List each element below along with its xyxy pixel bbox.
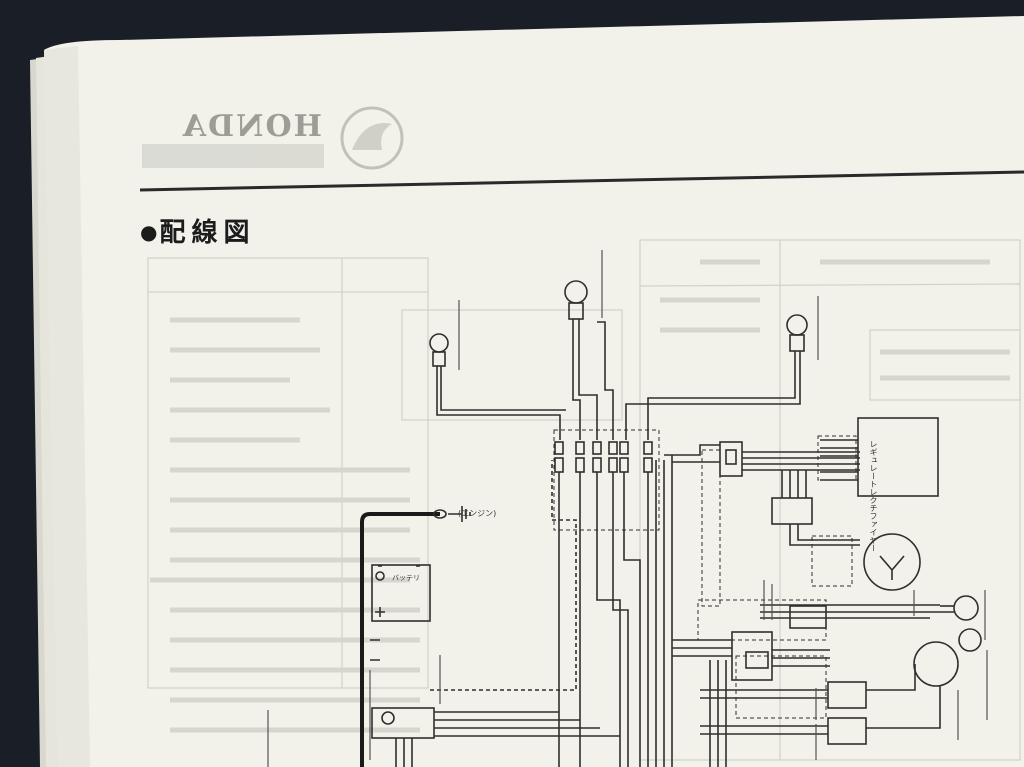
diagram-small-print (267, 250, 988, 767)
title-text: 配線図 (159, 218, 256, 248)
print-through-logo (142, 106, 404, 170)
header-rule (139, 170, 1024, 192)
stop-tail-bulb (564, 280, 588, 320)
engine-ground-label: (エンジン) (458, 509, 497, 518)
page-stack-edge (36, 56, 60, 767)
wiring-diagram (360, 280, 982, 767)
regulator-label: レギュレートレクチファイヤー (869, 440, 878, 552)
rear-turn-signal-bulb-right (429, 333, 449, 367)
rear-turn-signal-bulb-left (786, 314, 808, 352)
battery-label: バッテリ (392, 574, 420, 582)
print-through-table (147, 239, 1021, 761)
page-title: ●配線図 (140, 212, 255, 249)
title-bullet: ● (140, 220, 160, 244)
honda-logo-mirrored: HONDA (181, 109, 322, 144)
print-through-text-rows (150, 259, 1010, 733)
spine-shadow (44, 46, 90, 767)
